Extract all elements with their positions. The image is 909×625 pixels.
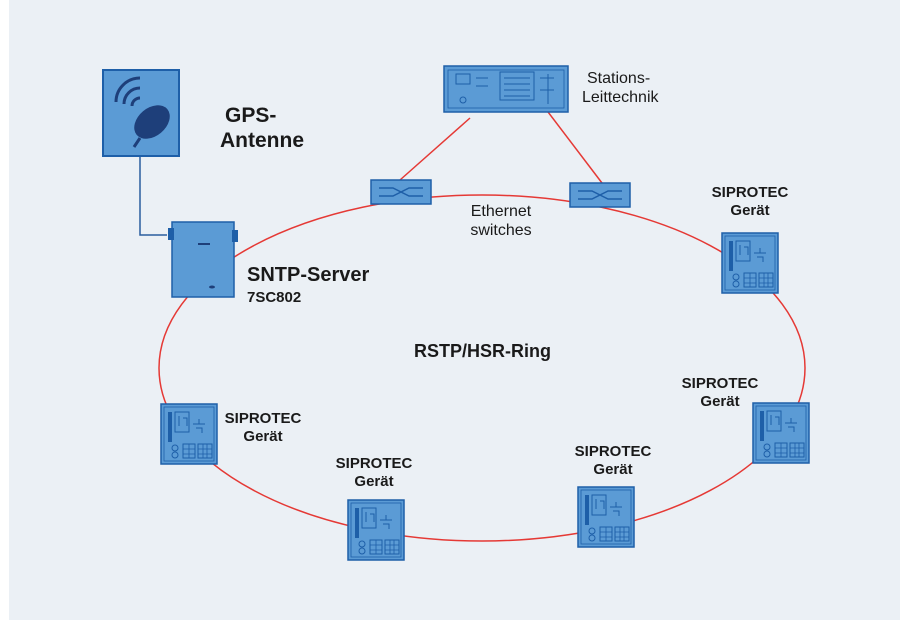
ethernet-switch-icon xyxy=(370,179,432,205)
sntp-server-icon xyxy=(168,221,238,298)
gps-antenna-label: GPS- Antenne xyxy=(220,104,304,153)
siprotec-device-icon xyxy=(577,486,635,548)
station-control-label: Stations- Leittechnik xyxy=(582,70,659,107)
sntp-server-model: 7SC802 xyxy=(247,289,302,306)
gps-antenna-icon xyxy=(102,69,180,157)
link-switch1-station xyxy=(399,117,471,181)
ethernet-switches-label: Ethernet switches xyxy=(470,203,532,240)
gps-cable xyxy=(139,157,167,236)
rstp-hsr-ring xyxy=(158,194,806,542)
link-switch2-station xyxy=(544,107,603,184)
ethernet-switch-icon xyxy=(569,182,631,208)
siprotec-device-icon xyxy=(721,232,779,294)
siprotec-device-icon xyxy=(160,403,218,465)
siprotec-device-icon xyxy=(347,499,405,561)
ring-label: RSTP/HSR-Ring xyxy=(414,341,551,361)
sntp-server-label: SNTP-Server xyxy=(247,264,370,286)
station-control-icon xyxy=(443,65,569,113)
siprotec-device-icon xyxy=(752,402,810,464)
